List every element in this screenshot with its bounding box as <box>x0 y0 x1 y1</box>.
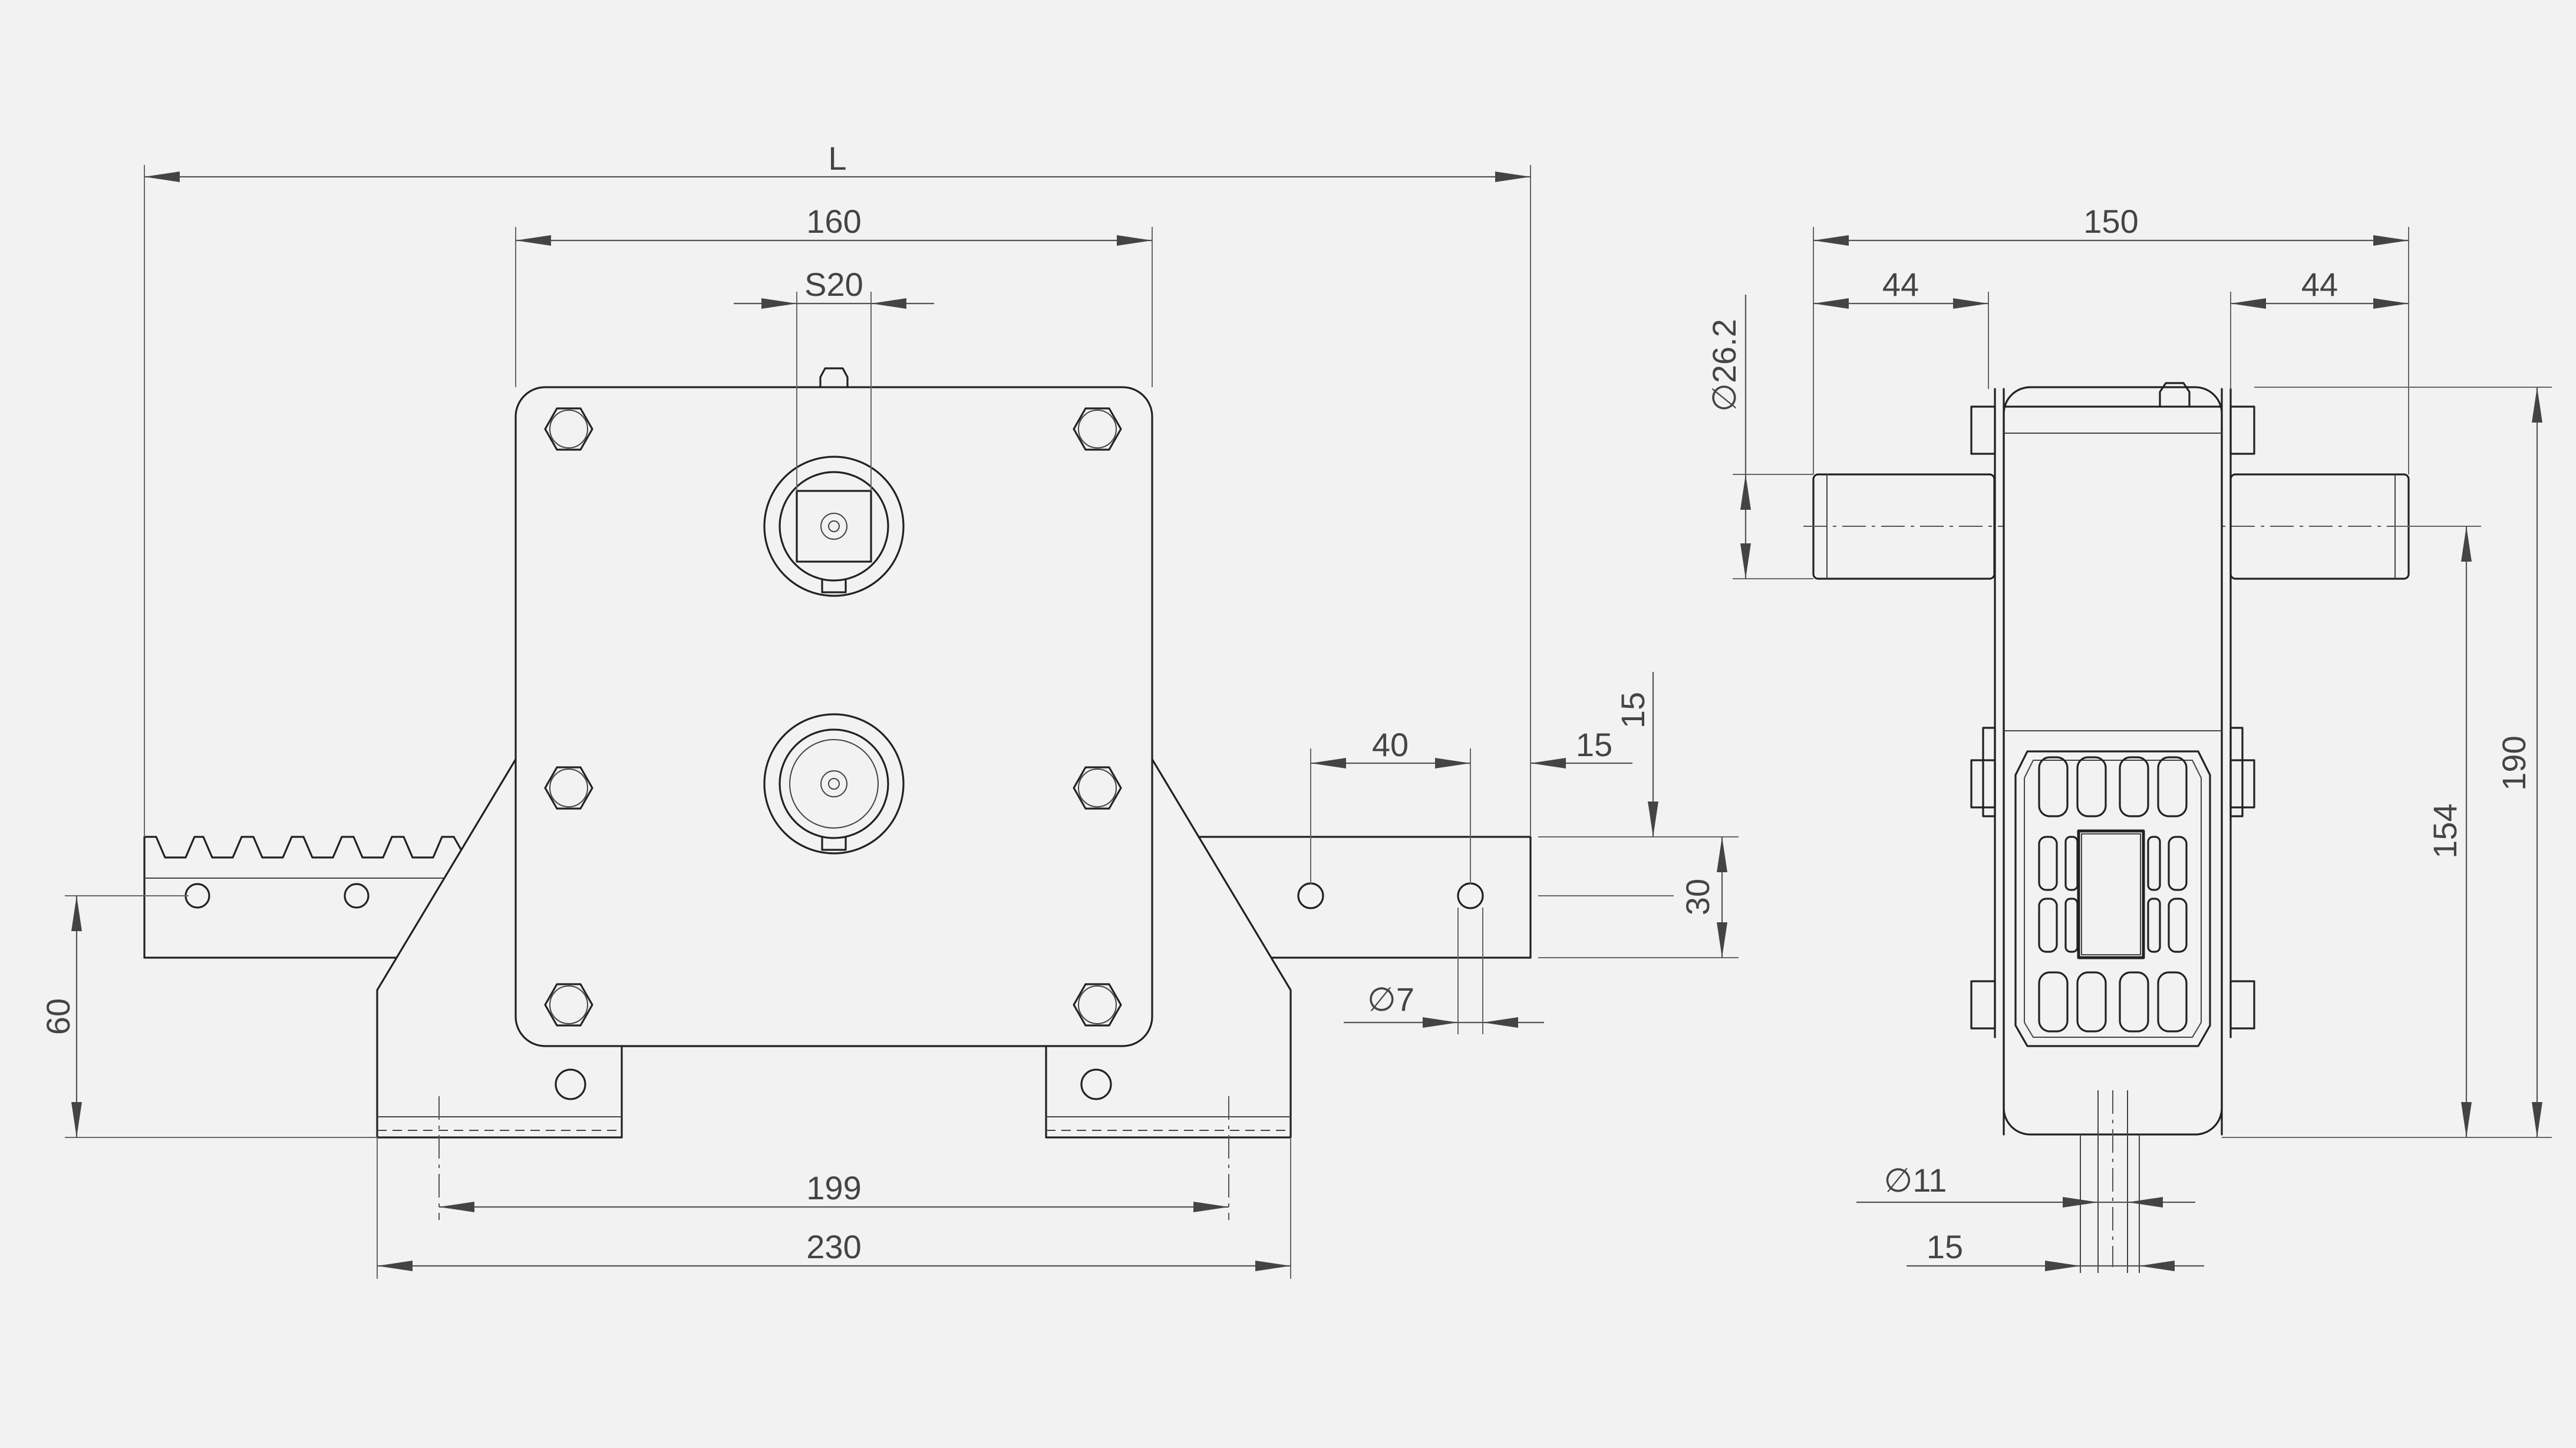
base-hole-left <box>555 1068 586 1100</box>
dim-60-label: 60 <box>39 998 77 1035</box>
dim-dia7-label: ∅7 <box>1367 981 1414 1018</box>
dim-40: 40 <box>1310 726 1471 884</box>
dim-150: 150 <box>1813 203 2409 474</box>
dim-190-label: 190 <box>2495 735 2532 790</box>
dim-44-right-label: 44 <box>2301 266 2338 303</box>
dim-L-label: L <box>828 140 846 177</box>
rack-hole-1 <box>184 883 210 909</box>
bolt-hex-icon <box>544 983 593 1027</box>
bolt-hex-icon <box>1073 766 1122 810</box>
dim-154: 154 <box>2395 526 2481 1137</box>
side-view: 150 44 44 ∅26.2 <box>1706 203 2552 1273</box>
bolt-hex-icon <box>544 407 593 451</box>
dim-15-side-label: 15 <box>1927 1228 1963 1265</box>
dim-150-label: 150 <box>2083 203 2138 240</box>
dim-230-label: 230 <box>806 1228 861 1265</box>
dim-154-label: 154 <box>2426 803 2463 858</box>
side-cover <box>2014 750 2211 1047</box>
dim-15-horizontal: 15 <box>1531 726 1632 768</box>
rack-hole-2 <box>344 883 370 909</box>
arm-hole-1 <box>1297 882 1324 909</box>
bolt-hex-icon <box>544 766 593 810</box>
base-hole-right <box>1080 1068 1112 1100</box>
dim-60: 60 <box>39 895 377 1138</box>
dim-15-h-label: 15 <box>1576 726 1612 763</box>
dim-44-right: 44 <box>2230 266 2409 389</box>
dim-dia11-label: ∅11 <box>1884 1162 1947 1199</box>
dim-44-left-label: 44 <box>1882 266 1919 303</box>
dim-S20-label: S20 <box>804 266 863 303</box>
dim-dia7: ∅7 <box>1344 908 1544 1034</box>
lower-shaft <box>763 713 905 855</box>
dim-15-vertical: 15 <box>1538 672 1674 837</box>
gearbox-housing <box>514 367 1153 1047</box>
side-bolts <box>1970 405 2255 1030</box>
bolt-hex-icon <box>1073 407 1122 451</box>
side-housing <box>1994 382 2232 1136</box>
dim-199: 199 <box>438 1096 1229 1220</box>
dim-40-label: 40 <box>1372 726 1409 763</box>
dim-160: 160 <box>515 203 1153 387</box>
dim-L: L <box>144 140 1531 837</box>
arm-hole-2 <box>1457 882 1484 909</box>
dim-dia11: ∅11 <box>1856 1162 2195 1208</box>
dim-44-left: 44 <box>1813 266 1989 389</box>
dim-15-v-label: 15 <box>1614 692 1651 728</box>
front-view: L 160 S20 40 <box>39 140 1739 1279</box>
dim-199-label: 199 <box>806 1169 861 1206</box>
dim-190: 190 <box>2222 387 2552 1138</box>
dim-160-label: 160 <box>806 203 861 240</box>
dim-15-side: 15 <box>1907 1228 2204 1271</box>
dim-30: 30 <box>1538 836 1739 958</box>
housing-bolts <box>544 407 1122 1027</box>
bolt-hex-icon <box>1073 983 1122 1027</box>
dim-30-label: 30 <box>1679 879 1716 915</box>
dim-S20: S20 <box>734 266 934 491</box>
dim-230: 230 <box>377 1137 1291 1279</box>
gear-rack <box>143 836 473 959</box>
upper-shaft <box>763 456 905 597</box>
dim-dia26-label: ∅26.2 <box>1706 319 1743 412</box>
dim-dia26: ∅26.2 <box>1706 295 1813 579</box>
